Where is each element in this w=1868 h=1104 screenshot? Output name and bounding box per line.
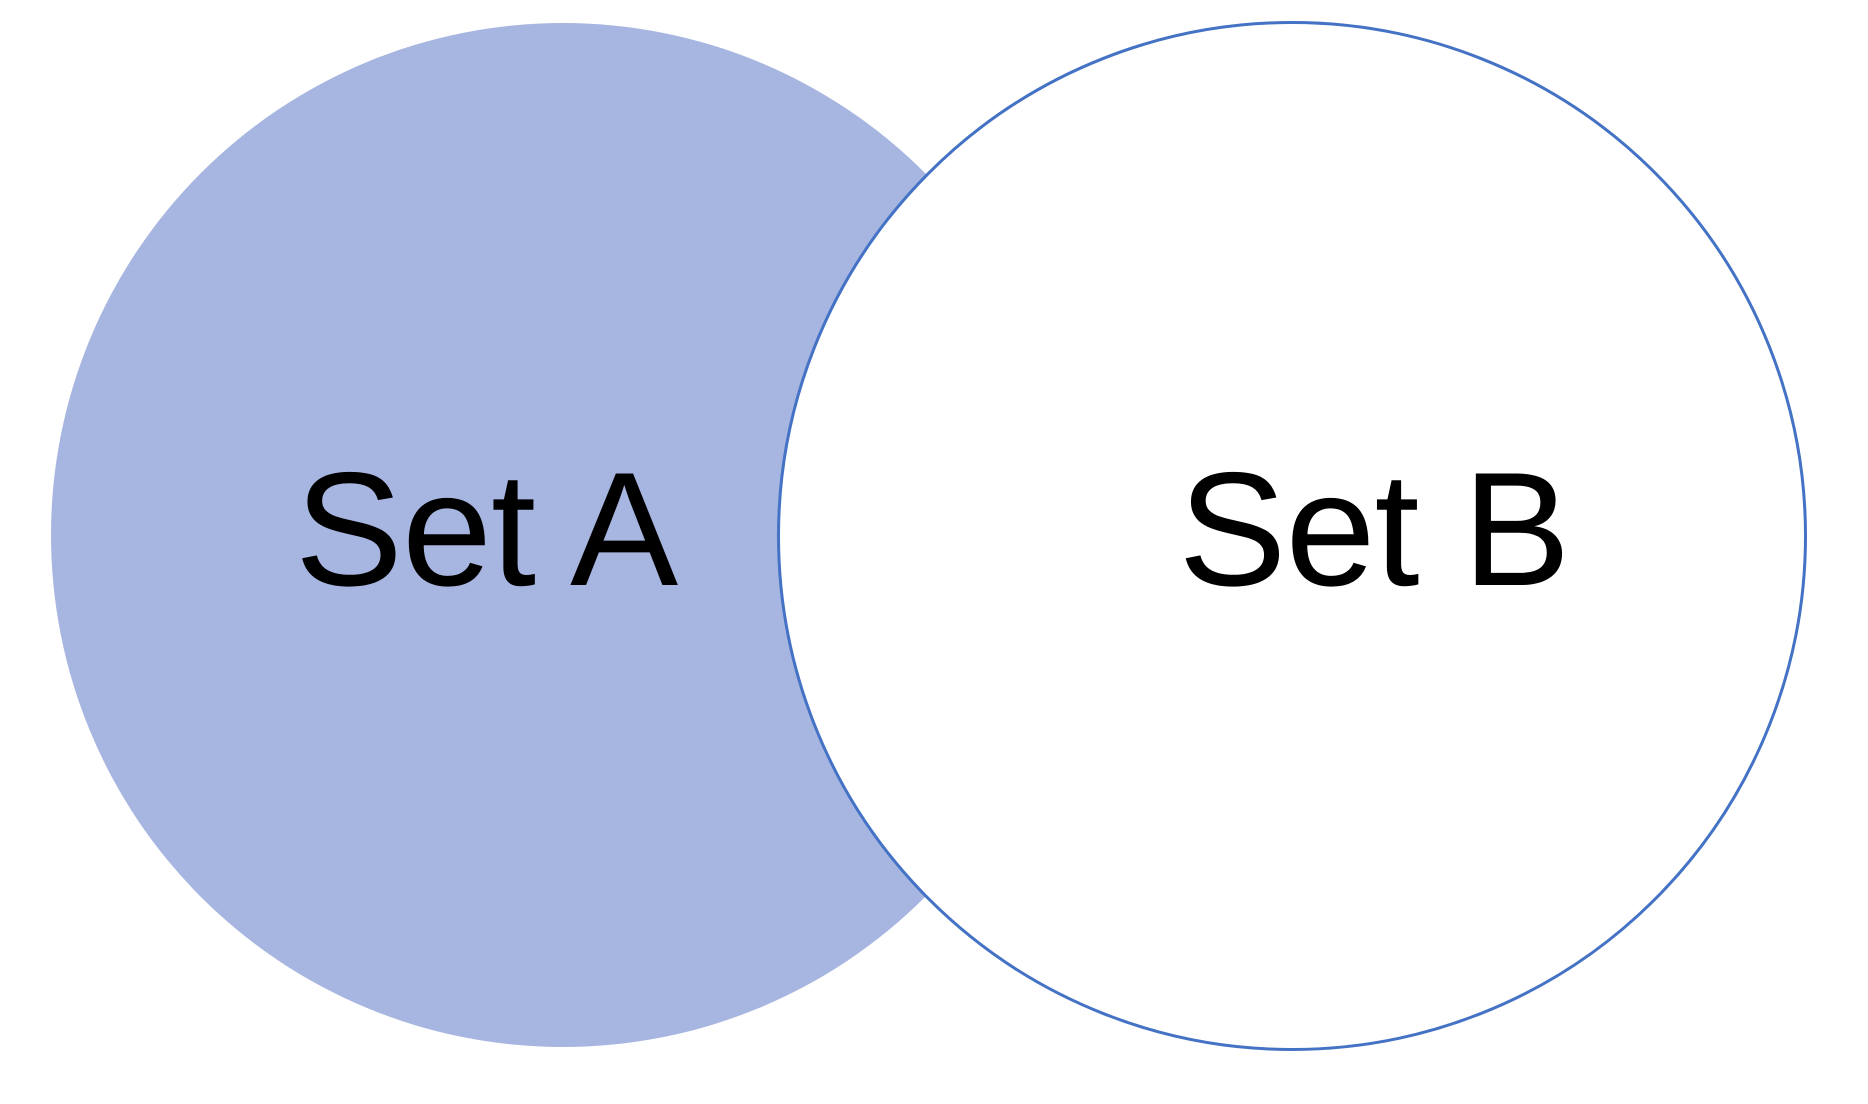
set-b-label: Set B: [1178, 439, 1570, 620]
set-a-label: Set A: [294, 439, 678, 620]
set-b-circle: [777, 21, 1807, 1051]
